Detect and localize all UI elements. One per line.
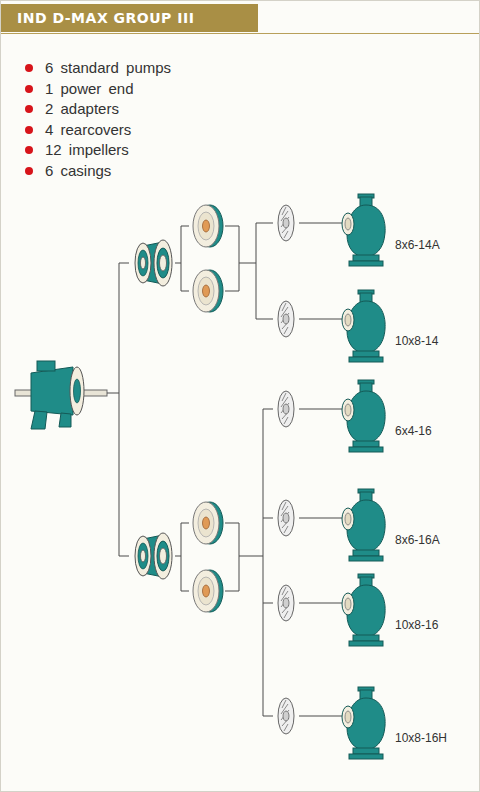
pump-model-label: 10x8-14	[395, 334, 438, 348]
impeller	[278, 301, 294, 337]
pump-casing: 10x8-14	[339, 289, 469, 369]
parts-count-label: 1 power end	[45, 80, 134, 98]
pump-casing: 10x8-16H	[339, 686, 469, 766]
pump-model-label: 10x8-16	[395, 618, 438, 632]
impeller	[278, 500, 294, 536]
casing-outline	[339, 686, 387, 764]
casing-outline	[339, 488, 387, 566]
impeller	[278, 698, 294, 734]
casing-outline	[339, 289, 387, 367]
casing-outline	[339, 193, 387, 271]
casing-outline	[339, 379, 387, 457]
pump-casing: 8x6-16A	[339, 488, 469, 568]
casing-outline	[339, 573, 387, 651]
pump-casing: 10x8-16	[339, 573, 469, 653]
rearcover	[193, 205, 223, 247]
pump-model-label: 10x8-16H	[395, 731, 447, 745]
title-band: IND D-MAX GROUP III	[1, 4, 258, 32]
rearcover	[193, 270, 223, 312]
pump-casing: 8x6-14A	[339, 193, 469, 273]
adapter	[135, 240, 172, 286]
impeller	[278, 585, 294, 621]
bullet-dot	[25, 126, 33, 134]
bullet-dot	[25, 167, 33, 175]
bullet-dot	[25, 64, 33, 72]
rearcover	[193, 502, 223, 544]
bullet-dot	[25, 85, 33, 93]
pump-model-label: 8x6-14A	[395, 238, 440, 252]
bullet-dot	[25, 105, 33, 113]
parts-count-label: 2 adapters	[45, 100, 119, 118]
pump-casing: 6x4-16	[339, 379, 469, 459]
parts-count-label: 6 standard pumps	[45, 59, 171, 77]
pump-model-label: 8x6-16A	[395, 533, 440, 547]
title-rule	[1, 33, 479, 34]
impeller	[278, 205, 294, 241]
bullet-dot	[25, 146, 33, 154]
pump-model-label: 6x4-16	[395, 424, 432, 438]
parts-count-label: 12 impellers	[45, 141, 129, 159]
rearcover	[193, 570, 223, 612]
parts-count-label: 6 casings	[45, 162, 111, 180]
impeller	[278, 391, 294, 427]
power-end	[15, 361, 107, 429]
adapter	[135, 533, 172, 579]
title-text: IND D-MAX GROUP III	[17, 4, 194, 32]
parts-count-label: 4 rearcovers	[45, 121, 131, 139]
tree-lines	[107, 223, 342, 716]
